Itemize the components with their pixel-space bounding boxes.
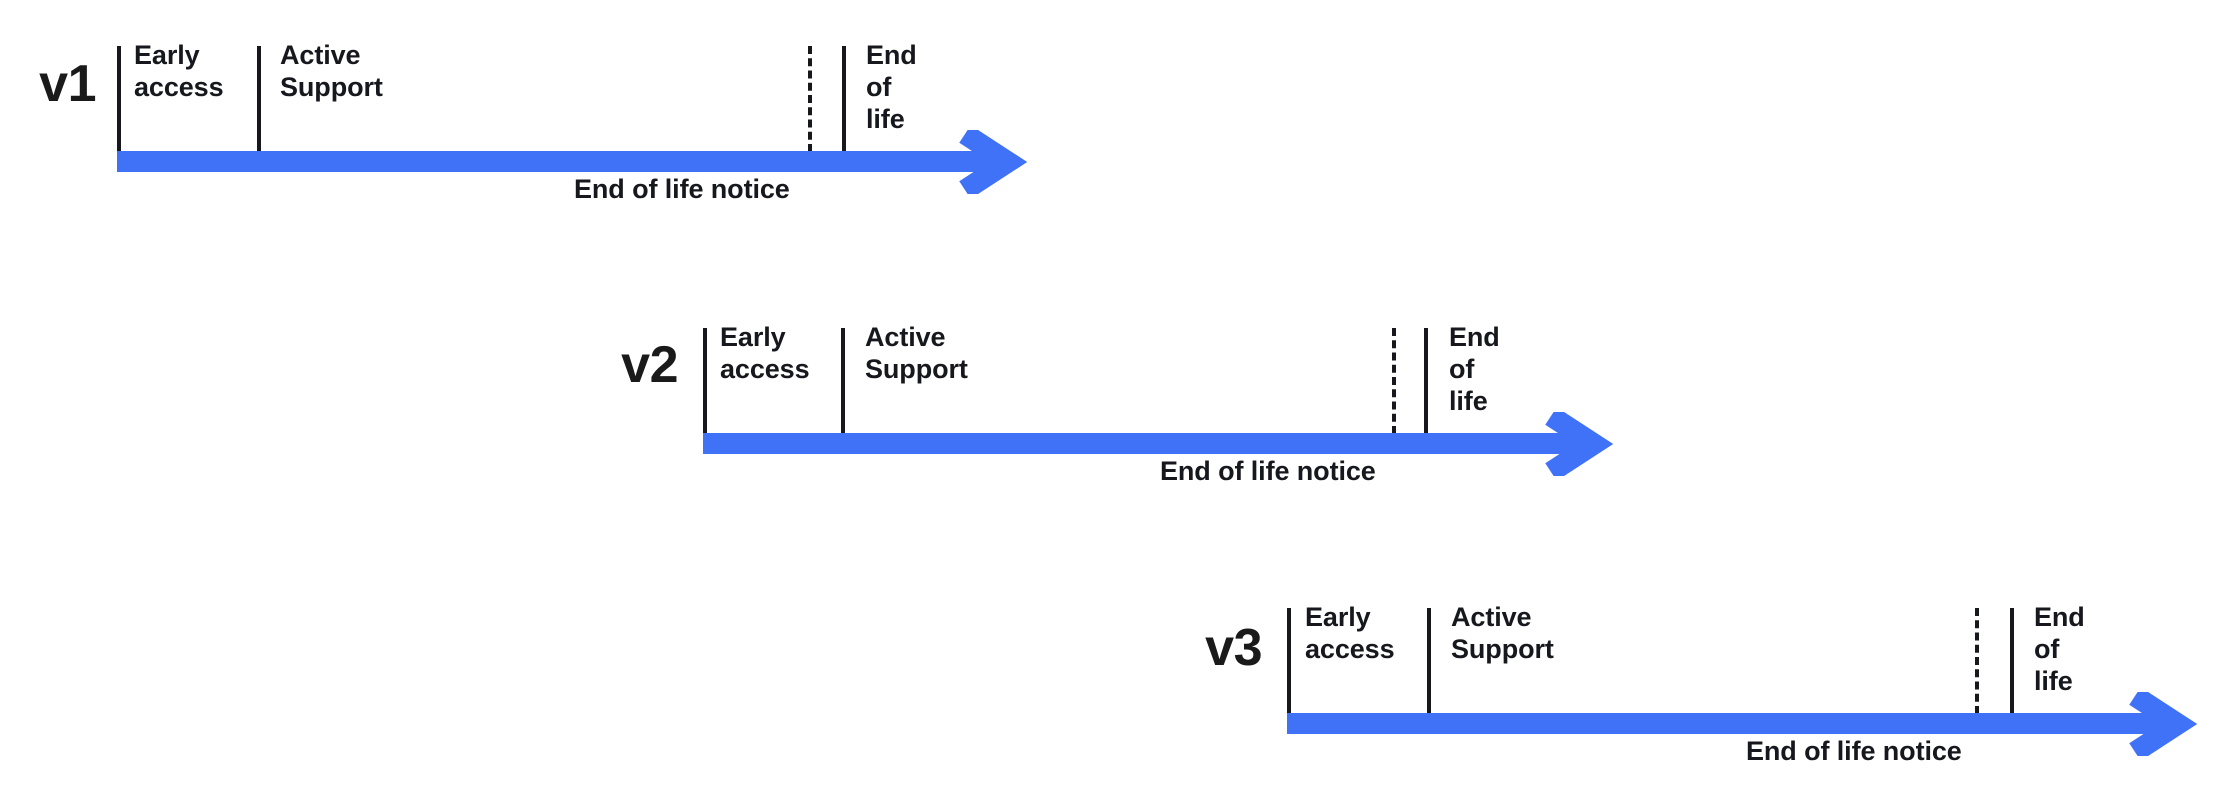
version-label-v3: v3 <box>1205 619 1262 677</box>
right-chevron-arrow-icon <box>1541 407 1619 481</box>
phase-divider-tick <box>1287 608 1291 714</box>
right-chevron-arrow-icon <box>2125 687 2203 761</box>
phase-divider-tick <box>703 328 707 434</box>
end-of-life-notice-label: End of life notice <box>1160 456 1376 486</box>
end-of-life-notice-marker <box>1392 328 1396 434</box>
phase-divider-tick <box>257 46 261 152</box>
phase-label: End of life <box>1449 322 1500 416</box>
timeline-bar <box>117 151 1010 172</box>
phase-label: End of life <box>2034 602 2085 696</box>
right-chevron-arrow-icon <box>955 125 1033 199</box>
phase-label: Early access <box>720 322 810 384</box>
phase-divider-tick <box>2010 608 2014 714</box>
timeline-bar <box>1287 713 2180 734</box>
phase-label: Active Support <box>865 322 968 384</box>
phase-label: Early access <box>1305 602 1395 664</box>
phase-divider-tick <box>842 46 846 152</box>
version-label-v1: v1 <box>39 55 96 113</box>
phase-label: Active Support <box>280 40 383 102</box>
end-of-life-notice-label: End of life notice <box>1746 736 1962 766</box>
phase-divider-tick <box>1424 328 1428 434</box>
end-of-life-notice-label: End of life notice <box>574 174 790 204</box>
version-label-v2: v2 <box>621 336 678 394</box>
timeline-bar <box>703 433 1596 454</box>
phase-label: Early access <box>134 40 224 102</box>
phase-label: End of life <box>866 40 917 134</box>
phase-divider-tick <box>1427 608 1431 714</box>
end-of-life-notice-marker <box>1975 608 1979 714</box>
phase-label: Active Support <box>1451 602 1554 664</box>
phase-divider-tick <box>117 46 121 152</box>
phase-divider-tick <box>841 328 845 434</box>
end-of-life-notice-marker <box>808 46 812 152</box>
